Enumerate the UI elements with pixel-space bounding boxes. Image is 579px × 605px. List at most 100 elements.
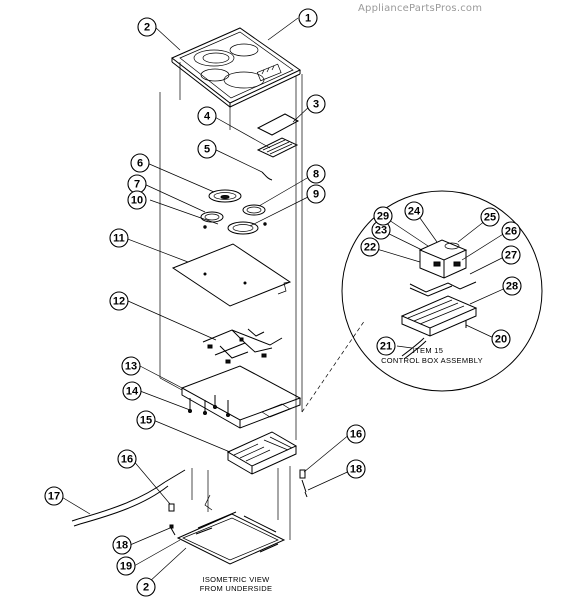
callout-19: 19 (116, 556, 136, 576)
callout-labels: 1234567891011121314151616171818192202122… (44, 8, 522, 597)
callout-number: 8 (313, 169, 319, 181)
detail-caption-line2: CONTROL BOX ASSEMBLY (381, 356, 483, 365)
callout-number: 20 (495, 334, 507, 346)
callout-circle (502, 276, 522, 296)
callout-27: 27 (501, 245, 521, 265)
callout-4: 4 (197, 106, 217, 126)
callout-9: 9 (306, 184, 326, 204)
callout-circle (117, 449, 137, 469)
callout-circle (116, 556, 136, 576)
callout-circle (136, 577, 156, 597)
callout-5: 5 (197, 139, 217, 159)
callout-11: 11 (109, 228, 129, 248)
callout-26: 26 (501, 221, 521, 241)
right-clip (299, 469, 308, 498)
callout-number: 2 (143, 582, 149, 594)
callout-10: 10 (127, 190, 147, 210)
callout-circle (306, 164, 326, 184)
callout-circle (197, 139, 217, 159)
assembly-guides (159, 62, 366, 540)
left-clip (168, 503, 176, 536)
control-label (256, 113, 300, 136)
callout-25: 25 (480, 207, 500, 227)
callout-circle (112, 535, 132, 555)
callout-circle (136, 410, 156, 430)
ribbon-wire (261, 171, 273, 181)
callout-number: 28 (506, 281, 518, 293)
callout-2b: 2 (136, 577, 156, 597)
callout-number: 22 (364, 242, 376, 254)
callout-circle (44, 486, 64, 506)
callout-circle (501, 221, 521, 241)
callout-13: 13 (121, 356, 141, 376)
callout-number: 7 (134, 179, 140, 191)
callout-number: 12 (113, 296, 125, 308)
callout-number: 24 (408, 206, 421, 218)
callout-number: 9 (313, 189, 319, 201)
callout-16b: 16 (117, 449, 137, 469)
bottom-frame (176, 511, 286, 565)
callout-circle (360, 237, 380, 257)
bottom-box (180, 365, 302, 429)
callout-circle (373, 206, 393, 226)
callout-circle (121, 356, 141, 376)
callout-12: 12 (109, 291, 129, 311)
callout-16a: 16 (346, 424, 366, 444)
callout-number: 17 (48, 491, 60, 503)
callout-circle (109, 228, 129, 248)
detail-caption-line1: ITEM 15 (413, 346, 443, 355)
callout-number: 23 (375, 225, 387, 237)
callout-number: 11 (113, 233, 125, 245)
callout-24: 24 (404, 201, 424, 221)
callout-2: 2 (137, 17, 157, 37)
callout-number: 4 (204, 111, 211, 123)
callout-1: 1 (298, 8, 318, 28)
callout-number: 16 (121, 454, 133, 466)
callout-number: 25 (484, 212, 496, 224)
power-cable (71, 469, 186, 527)
callout-number: 3 (313, 99, 319, 111)
callout-circle (127, 190, 147, 210)
view-caption-line1: ISOMETRIC VIEW (202, 575, 270, 584)
callout-29: 29 (373, 206, 393, 226)
callout-number: 15 (140, 415, 152, 427)
callout-number: 2 (144, 22, 150, 34)
callout-number: 18 (116, 540, 128, 552)
callout-circle (137, 17, 157, 37)
callout-circle (197, 106, 217, 126)
callout-circle (130, 153, 150, 173)
callout-number: 19 (120, 561, 132, 573)
callout-circle (404, 201, 424, 221)
callout-number: 6 (137, 158, 143, 170)
view-caption-line2: FROM UNDERSIDE (200, 584, 273, 593)
callout-circle (501, 245, 521, 265)
heating-elements (200, 189, 267, 235)
callout-circle (109, 291, 129, 311)
callout-8: 8 (306, 164, 326, 184)
callout-circle (306, 94, 326, 114)
callout-28: 28 (502, 276, 522, 296)
callout-number: 18 (350, 464, 362, 476)
callout-7: 7 (127, 174, 147, 194)
callout-22: 22 (360, 237, 380, 257)
callout-6: 6 (130, 153, 150, 173)
callout-circle (346, 424, 366, 444)
callout-number: 27 (505, 250, 517, 262)
watermark: AppliancePartsPros.com (358, 3, 483, 14)
callout-circle (306, 184, 326, 204)
insulation-pan (171, 243, 292, 307)
keypad (256, 137, 299, 158)
callout-18a: 18 (346, 459, 366, 479)
callout-circle (298, 8, 318, 28)
callout-20: 20 (491, 329, 511, 349)
callout-23: 23 (371, 220, 391, 240)
callout-circle (491, 329, 511, 349)
callout-15: 15 (136, 410, 156, 430)
callout-17: 17 (44, 486, 64, 506)
callout-14: 14 (122, 381, 142, 401)
callout-number: 14 (126, 386, 139, 398)
callout-number: 21 (380, 341, 392, 353)
cooktop-glass (171, 27, 301, 108)
